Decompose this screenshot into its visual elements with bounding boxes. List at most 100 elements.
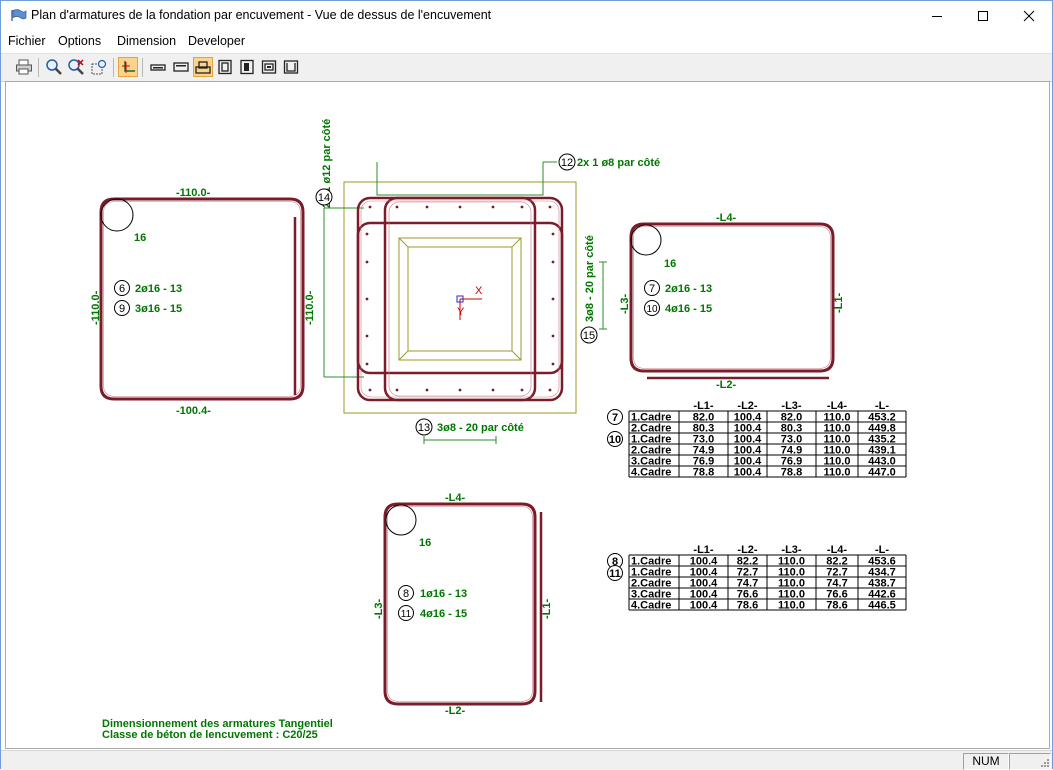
- right-stirrup-diameter: 16: [664, 258, 676, 270]
- bottom-stirrup-bottom-label: -L2-: [445, 705, 466, 717]
- view-section-1-icon: [150, 64, 166, 71]
- view-section-3-button[interactable]: [193, 57, 213, 77]
- close-button[interactable]: [1006, 1, 1052, 31]
- menu-dimension[interactable]: Dimension: [117, 34, 177, 48]
- mark-circle: [607, 409, 623, 425]
- zoom-in-button[interactable]: [44, 57, 64, 77]
- table-row-label: 2.Cadre: [631, 445, 671, 457]
- view-section-7-button[interactable]: [281, 57, 301, 77]
- table-cell: 82.2: [737, 556, 758, 568]
- drawing-canvas[interactable]: -110.0- -100.4- -110.0- -110.0- 16 6 2ø1…: [5, 81, 1050, 749]
- menu-fichier[interactable]: Fichier: [8, 34, 46, 48]
- view-section-4-button[interactable]: [215, 57, 235, 77]
- mark-number: 8: [612, 556, 618, 568]
- table-row-label: 1.Cadre: [631, 567, 671, 579]
- table-cell: 74.7: [826, 578, 847, 590]
- rebar-12mm-label: 2x 1 ø12 par côté: [321, 119, 333, 208]
- zoom-reset-button[interactable]: [66, 57, 86, 77]
- print-button[interactable]: [14, 57, 34, 77]
- table-row-label: 1.Cadre: [631, 412, 671, 424]
- menu-options[interactable]: Options: [58, 34, 102, 48]
- axis-cursor-button[interactable]: [118, 57, 138, 77]
- minimize-button[interactable]: [914, 1, 960, 31]
- view-section-1-button[interactable]: [148, 57, 168, 77]
- table-header-cell: -L1-: [693, 400, 714, 412]
- table-header-cell: -L3-: [781, 400, 802, 412]
- table-cell: 110.0: [824, 412, 851, 424]
- mark-text: 4ø16 - 15: [420, 608, 467, 620]
- mark-number: 10: [609, 434, 621, 446]
- table-cell: 82.0: [693, 412, 714, 424]
- view-section-6-button[interactable]: [259, 57, 279, 77]
- table-cell: 73.0: [781, 434, 802, 446]
- mark-number: 11: [609, 568, 621, 580]
- mark-number: 7: [649, 283, 655, 295]
- rebar-8mm-top-label: 2x 1 ø8 par côté: [577, 157, 660, 169]
- table-cell: 76.6: [737, 589, 758, 601]
- menu-bar: Fichier Options Dimension Developer: [1, 31, 1052, 52]
- table-cell: 80.3: [693, 423, 714, 435]
- table-cell: 73.0: [693, 434, 714, 446]
- view-section-5-button[interactable]: [237, 57, 257, 77]
- table-row-label: 4.Cadre: [631, 467, 671, 479]
- table-cell: 78.8: [693, 467, 714, 479]
- table-cell: 110.0: [778, 589, 805, 601]
- left-stirrup-diameter: 16: [134, 232, 146, 244]
- table-cell: 100.4: [690, 589, 718, 601]
- table-cell: 78.8: [781, 467, 802, 479]
- mark-number: 9: [119, 303, 125, 315]
- table-cell: 72.7: [737, 567, 758, 579]
- menu-developer[interactable]: Developer: [188, 34, 245, 48]
- axis-cursor-icon: [122, 61, 135, 73]
- table-cell: 80.3: [781, 423, 802, 435]
- mark-15: 15: [583, 330, 595, 342]
- table-header-cell: -L-: [875, 544, 889, 556]
- mark-circle: [398, 605, 414, 621]
- table-cell: 447.0: [868, 467, 896, 479]
- table-cell: 74.9: [781, 445, 802, 457]
- table-row-label: 1.Cadre: [631, 556, 671, 568]
- table-cell: 453.6: [868, 556, 896, 568]
- toolbar: [1, 53, 1052, 82]
- table-cell: 100.4: [690, 556, 718, 568]
- maximize-button[interactable]: [960, 1, 1006, 31]
- table-row-label: 3.Cadre: [631, 589, 671, 601]
- right-stirrup-bottom-label: -L2-: [716, 379, 737, 391]
- view-section-7-icon: [283, 60, 299, 74]
- right-stirrup-right-label: -L1-: [833, 293, 845, 314]
- bottom-stirrup: -L4- -L2- -L3- -L1- 16 8 1ø16 - 13 11 4ø…: [373, 492, 553, 717]
- mark-circle: [644, 300, 660, 316]
- zoom-window-button[interactable]: [89, 57, 109, 77]
- table-header-cell: -L2-: [737, 400, 758, 412]
- right-stirrup: -L4- -L2- -L3- -L1- 16 7 2ø16 - 13 10 4ø…: [619, 212, 845, 391]
- left-stirrup-right-label: -110.0-: [304, 290, 316, 325]
- title-bar: Plan d'armatures de la fondation par enc…: [1, 1, 1052, 31]
- mark-circle: [580, 326, 598, 344]
- window-title: Plan d'armatures de la fondation par enc…: [31, 8, 492, 22]
- mark-14: 14: [318, 192, 330, 204]
- table-row-label: 4.Cadre: [631, 600, 671, 612]
- rebar-8mm-side-label: 3ø8 - 20 par côté: [584, 235, 596, 322]
- table-cell: 74.9: [693, 445, 714, 457]
- table-row-label: 2.Cadre: [631, 423, 671, 435]
- table-cell: 100.4: [734, 423, 762, 435]
- mark-circle: [607, 565, 623, 581]
- print-icon: [16, 59, 32, 75]
- mark-circle: [558, 153, 576, 171]
- mark-number: 6: [119, 283, 125, 295]
- table-cell: 100.4: [690, 578, 718, 590]
- table-cell: 76.9: [781, 456, 802, 468]
- view-section-2-button[interactable]: [171, 57, 191, 77]
- left-stirrup-left-label: -110.0-: [90, 290, 102, 325]
- status-bar: NUM: [1, 750, 1052, 770]
- toolbar-separator: [38, 58, 39, 77]
- mark-13: 13: [418, 422, 430, 434]
- table-cell: 110.0: [778, 556, 805, 568]
- table-cell: 110.0: [824, 434, 851, 446]
- resize-grip-icon[interactable]: [1039, 757, 1051, 769]
- table-cell: 110.0: [824, 456, 851, 468]
- bottom-stirrup-top-label: -L4-: [445, 492, 466, 504]
